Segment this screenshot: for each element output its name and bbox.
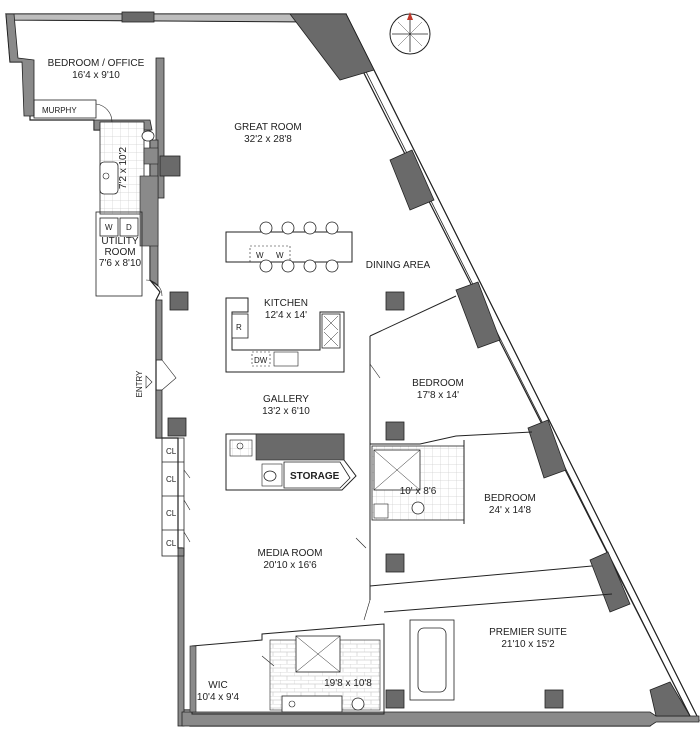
refrigerator: [231, 313, 249, 339]
west-wall: [5, 13, 185, 727]
bedroom-2-walls: [369, 295, 533, 600]
utility-name-1: UTILITY: [101, 236, 139, 247]
bath-2: [371, 445, 465, 521]
compass-rose-icon: [389, 12, 431, 55]
bedroom-office-zone: MURPHY: [33, 99, 113, 123]
murphy-bed: [33, 99, 97, 119]
closet-1-label: CL: [166, 447, 177, 456]
dryer-label: D: [126, 223, 132, 232]
master-sink-icon: [288, 700, 296, 708]
bath-2-toilet-icon: [411, 501, 425, 515]
powder-toilet-icon: [263, 470, 277, 482]
sink-icon: [102, 172, 110, 180]
gallery-name: GALLERY: [263, 394, 309, 405]
refrigerator-label: R: [236, 323, 242, 332]
kitchen-dims: 12'4 x 14': [265, 310, 307, 321]
closet-2-label: CL: [166, 475, 177, 484]
powder-sink-icon: [236, 442, 244, 450]
utility-room: W D: [95, 211, 163, 297]
kitchen-sink: [273, 351, 299, 367]
bar-stools: [259, 221, 339, 273]
utility-name-2: ROOM: [104, 247, 135, 258]
wic: [189, 645, 197, 713]
toilet-icon: [141, 130, 155, 142]
media-room-name: MEDIA ROOM: [257, 548, 322, 559]
utility-dims: 7'6 x 8'10: [99, 258, 142, 269]
bedroom-2-dims: 17'8 x 14': [417, 390, 459, 401]
bath-1: [99, 121, 159, 247]
bedroom-office-dims: 16'4 x 9'10: [72, 70, 120, 81]
kitchen-island: W W: [225, 221, 353, 273]
bedroom-office-name: BEDROOM / OFFICE: [48, 58, 145, 69]
master-bath: [191, 593, 613, 715]
premier-suite-name: PREMIER SUITE: [489, 627, 567, 638]
room-labels: BEDROOM / OFFICE 16'4 x 9'10 7'2 x 10'2 …: [48, 58, 568, 703]
closet-4-label: CL: [166, 539, 177, 548]
master-bath-dims: 19'8 x 10'8: [324, 678, 372, 689]
washer: [99, 217, 119, 237]
bathtub: [99, 161, 119, 195]
bedroom-3-name: BEDROOM: [484, 493, 536, 504]
storage-block: STORAGE: [225, 433, 357, 491]
wic-dims: 10'4 x 9'4: [197, 692, 240, 703]
entry-door: [145, 359, 177, 391]
kitchen-name: KITCHEN: [264, 298, 308, 309]
south-wall: [181, 711, 700, 727]
dishwasher: [251, 351, 271, 367]
closet-3-label: CL: [166, 509, 177, 518]
cooktop: [321, 313, 341, 349]
great-room-name: GREAT ROOM: [234, 122, 301, 133]
bath-2-dims: 10' x 8'6: [400, 486, 437, 497]
bath-1-dims: 7'2 x 10'2: [118, 146, 129, 189]
media-room-dims: 20'10 x 16'6: [263, 560, 317, 571]
bedroom-3-dims: 24' x 14'8: [489, 505, 532, 516]
premier-suite-dims: 21'10 x 15'2: [501, 639, 555, 650]
great-room-dims: 32'2 x 28'8: [244, 134, 292, 145]
washer-label: W: [105, 223, 113, 232]
kitchen: R DW: [225, 297, 345, 373]
dryer: [119, 217, 139, 237]
entry-label: ENTRY: [135, 370, 144, 398]
master-toilet-icon: [351, 697, 365, 711]
master-vanity: [281, 695, 343, 713]
structural-columns: [121, 11, 691, 717]
murphy-label: MURPHY: [42, 106, 77, 115]
gallery-dims: 13'2 x 6'10: [262, 406, 310, 417]
bedroom-3-walls: [355, 440, 593, 621]
bedroom-2-name: BEDROOM: [412, 378, 464, 389]
dishwasher-label: DW: [254, 356, 268, 365]
dining-area-name: DINING AREA: [366, 260, 431, 271]
window-wall-east: [339, 13, 700, 723]
island-w2: W: [276, 251, 284, 260]
island-w1: W: [256, 251, 264, 260]
wic-name: WIC: [208, 680, 227, 691]
storage-label: STORAGE: [290, 471, 340, 482]
bath-2-sink: [373, 503, 389, 519]
closets: CL CL CL CL: [161, 437, 191, 557]
